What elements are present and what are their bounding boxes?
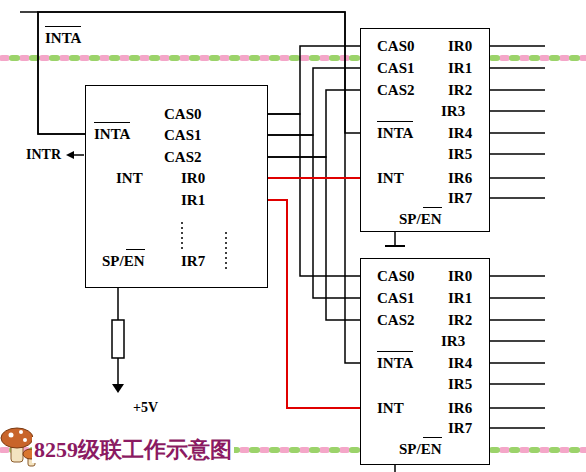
ground-wire <box>394 232 396 246</box>
pin-wire <box>490 407 545 409</box>
band-dots <box>12 55 586 61</box>
pin-name: SP/EN <box>399 210 442 228</box>
pin-name: IR3 <box>441 102 465 120</box>
supply-label: +5V <box>133 399 158 417</box>
pin-name: IR3 <box>441 332 465 350</box>
signal-name: INTA <box>45 29 81 47</box>
mushroom-cap <box>1 428 33 448</box>
cas-wire <box>268 157 360 320</box>
pin-wire <box>490 427 545 429</box>
pin-wire <box>490 153 545 155</box>
pin-wire <box>490 275 545 277</box>
slave-chip-box: CAS0 IR0CAS1 IR1CAS2 IR2IR3INTA IR4IR5INT IR6… <box>360 258 490 465</box>
band-dots <box>2 55 586 61</box>
pin-name: CAS1 <box>164 126 202 144</box>
master-chip-box: INTA CAS0CAS1CAS2INT IR0IR1SP/EN IR7 <box>85 85 268 288</box>
decorative-band <box>0 58 586 450</box>
pin-name: IR0 <box>181 169 205 187</box>
pin-name: IR1 <box>448 289 472 307</box>
pin-name: INTA <box>377 354 413 372</box>
pin-name: INT <box>377 399 404 417</box>
pin-wire <box>490 89 545 91</box>
pin-wire <box>490 132 545 134</box>
interrupt-wire <box>268 177 360 179</box>
pin-wire <box>490 197 545 199</box>
pin-wire <box>490 383 545 385</box>
intr-arrowhead <box>66 151 74 159</box>
cas-wire <box>268 90 360 157</box>
figure-caption: 8259级联工作示意图 <box>32 437 234 463</box>
pin-name: INT <box>377 169 404 187</box>
pin-name: IR5 <box>448 145 472 163</box>
pin-name: IR6 <box>448 399 472 417</box>
mushroom-dot <box>23 438 27 442</box>
band-line <box>0 56 586 60</box>
cas-wire <box>268 114 360 276</box>
pin-wire <box>490 362 545 364</box>
inta-wire <box>38 12 360 363</box>
dotted-pins <box>225 232 227 272</box>
pin-name: IR4 <box>448 354 472 372</box>
ground-symbol <box>385 245 405 247</box>
pin-name: IR4 <box>448 124 472 142</box>
supply-wire <box>117 358 119 384</box>
pin-name: INTA <box>94 125 130 143</box>
slave-chip-box: CAS0 IR0CAS1 IR1CAS2 IR2IR3INTA IR4IR5INT IR6… <box>360 28 490 232</box>
interrupt-wire <box>268 200 360 408</box>
mushroom-dot <box>19 430 23 434</box>
dotted-pins <box>181 222 183 250</box>
pin-wire <box>490 67 545 69</box>
pin-name: IR7 <box>181 252 205 270</box>
pin-name: CAS2 <box>164 148 202 166</box>
signal-name: INTR <box>26 146 61 164</box>
inta-input-wire <box>20 11 38 13</box>
pin-name: CAS0 <box>377 267 415 285</box>
pin-name: IR0 <box>448 37 472 55</box>
supply-arrowhead <box>112 384 124 393</box>
pin-name: CAS0 <box>377 37 415 55</box>
pin-name: IR0 <box>448 267 472 285</box>
pin-wires <box>490 46 545 428</box>
pin-name: INTA <box>377 124 413 142</box>
pin-name: IR7 <box>448 419 472 437</box>
pin-name: IR1 <box>448 59 472 77</box>
cas-wire <box>268 68 360 135</box>
pin-name: IR5 <box>448 375 472 393</box>
pin-name: CAS0 <box>164 105 202 123</box>
pin-name: SP/EN <box>102 252 145 270</box>
pin-wire <box>490 110 545 112</box>
pin-name: IR2 <box>448 311 472 329</box>
pin-name: IR1 <box>181 191 205 209</box>
pin-wire <box>490 45 545 47</box>
pin-wire <box>490 177 545 179</box>
pin-name: IR7 <box>448 189 472 207</box>
pin-wire <box>490 340 545 342</box>
pin-name: CAS2 <box>377 311 415 329</box>
cas-wire <box>268 135 360 298</box>
sp-en-wire <box>117 288 119 320</box>
pin-name: CAS1 <box>377 59 415 77</box>
pin-wire <box>490 319 545 321</box>
mushroom-dot <box>9 433 14 438</box>
resistor-symbol <box>112 320 124 358</box>
inta-wire <box>38 12 360 134</box>
pin-name: CAS2 <box>377 81 415 99</box>
pin-name: CAS1 <box>377 289 415 307</box>
pin-name: INT <box>116 169 143 187</box>
pin-name: IR6 <box>448 169 472 187</box>
pin-wire <box>490 297 545 299</box>
pin-name: SP/EN <box>399 440 442 458</box>
pin-name: IR2 <box>448 81 472 99</box>
ground-wire <box>394 465 396 472</box>
cas-wire <box>268 46 360 114</box>
